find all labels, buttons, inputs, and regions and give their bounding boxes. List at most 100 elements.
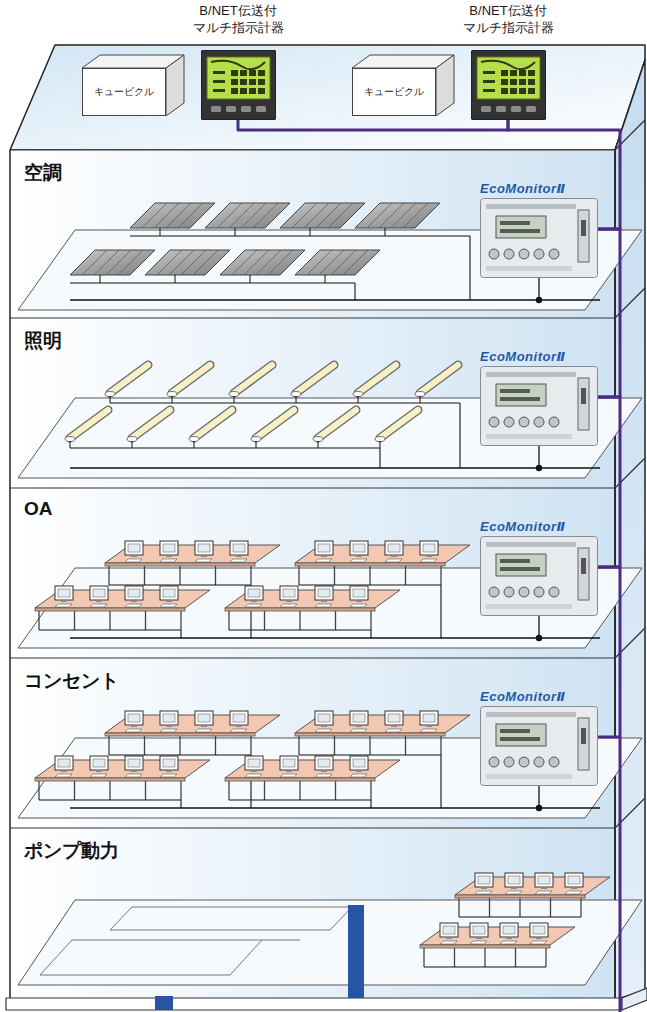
pc-keyboard	[315, 559, 332, 562]
desk-leg	[250, 736, 251, 755]
partition	[262, 940, 300, 941]
decoration	[511, 106, 521, 112]
cubicle-box: キュービクル	[352, 68, 436, 116]
desk-leg	[580, 898, 581, 917]
light-outline	[132, 410, 170, 438]
meter-drawing	[471, 50, 546, 120]
pc-stand	[426, 725, 432, 727]
floor-band: ポンプ動力	[10, 828, 615, 1000]
branch-wire	[299, 584, 441, 585]
desk-leg	[515, 948, 516, 967]
decoration	[501, 70, 508, 76]
branch-wire	[132, 441, 133, 448]
decoration	[500, 397, 540, 401]
eco-monitor: EcoMonitorⅡ	[480, 180, 598, 278]
decoration	[486, 712, 576, 717]
pc-monitor	[125, 711, 143, 725]
eco-monitor: EcoMonitorⅡ	[480, 688, 598, 786]
ac-grille	[178, 203, 203, 228]
device-label: EcoMonitorⅡ	[480, 688, 598, 706]
pc-monitor	[315, 756, 333, 770]
ac-grille	[241, 203, 266, 228]
pc-stand	[321, 600, 327, 602]
pc-stand	[166, 770, 172, 772]
pc-screen	[508, 876, 520, 884]
decoration	[483, 71, 495, 74]
floor-label: コンセント	[24, 668, 119, 694]
desk-leg	[405, 566, 406, 585]
decoration	[528, 70, 535, 76]
desk-leg	[38, 781, 39, 800]
device-label: B/NET伝送付 マルチ指示計器	[178, 2, 298, 36]
desk-leg	[458, 898, 459, 917]
decoration	[486, 434, 572, 439]
feeder-wire	[538, 616, 539, 638]
pc-stand	[166, 725, 172, 727]
ac-grille	[118, 250, 143, 275]
pc-monitor	[55, 756, 73, 770]
branch-wire	[39, 629, 181, 630]
pc-screen	[318, 589, 330, 597]
decoration	[481, 367, 598, 446]
light-socket	[229, 392, 239, 397]
pc-keyboard	[125, 729, 142, 732]
junction-dot	[536, 465, 542, 471]
ac-grille	[391, 203, 416, 228]
pc-keyboard	[350, 604, 367, 607]
desk-leg	[264, 611, 265, 630]
pc-stand	[61, 600, 67, 602]
desk-edge	[420, 945, 550, 948]
decoration	[504, 757, 514, 767]
pc-monitor	[125, 541, 143, 555]
decoration	[581, 728, 586, 744]
pc-monitor	[385, 711, 403, 725]
pc-screen	[318, 544, 330, 552]
ac-grille	[217, 203, 242, 228]
pc-keyboard	[530, 941, 547, 944]
light-socket	[251, 437, 261, 442]
decoration	[258, 79, 265, 85]
decoration	[519, 417, 529, 427]
floor-label: 照明	[24, 328, 62, 354]
light-tube	[70, 410, 108, 438]
pc-stand	[236, 725, 242, 727]
pc-stand	[131, 725, 137, 727]
feeder-wire	[70, 637, 600, 638]
decoration	[578, 718, 589, 770]
pc-keyboard	[90, 604, 107, 607]
ac-grille	[328, 203, 353, 228]
decoration	[581, 388, 586, 404]
pc-monitor	[315, 541, 333, 555]
decoration	[528, 79, 535, 85]
desk-leg	[179, 736, 180, 755]
ac-grille	[154, 203, 179, 228]
pc-keyboard	[500, 941, 517, 944]
pc-stand	[356, 555, 362, 557]
pc-stand	[251, 600, 257, 602]
decoration	[213, 89, 225, 92]
pc-monitor	[420, 711, 438, 725]
decoration	[207, 57, 270, 99]
decoration	[240, 70, 247, 76]
pc-stand	[321, 725, 327, 727]
device-label: EcoMonitorⅡ	[480, 180, 598, 198]
desk-leg	[108, 566, 109, 585]
monitor-body	[480, 198, 598, 278]
pc-screen	[318, 714, 330, 722]
pc-stand	[391, 725, 397, 727]
pc-screen	[283, 759, 295, 767]
pc-stand	[166, 600, 172, 602]
light-outline	[256, 410, 294, 438]
branch-wire	[160, 228, 161, 236]
eco-monitor: EcoMonitorⅡ	[480, 518, 598, 616]
pc-monitor	[245, 756, 263, 770]
pc-keyboard	[125, 774, 142, 777]
pc-monitor	[350, 756, 368, 770]
decoration	[549, 417, 559, 427]
decoration	[549, 757, 559, 767]
pc-keyboard	[90, 774, 107, 777]
branch-wire	[180, 800, 181, 808]
pc-monitor	[440, 923, 458, 937]
feeder-wire	[538, 446, 539, 468]
pc-stand	[426, 555, 432, 557]
